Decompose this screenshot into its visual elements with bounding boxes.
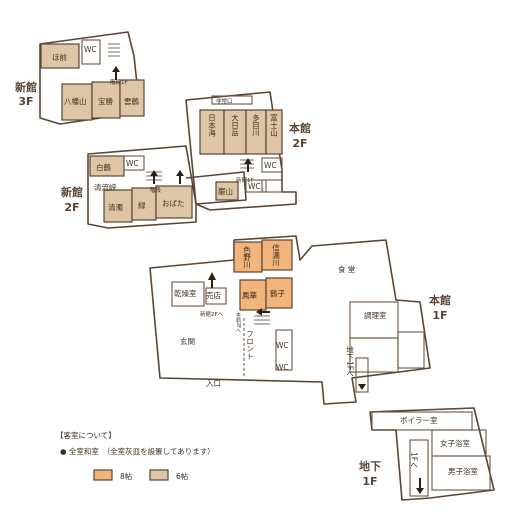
label-obata: おばた xyxy=(162,199,185,208)
floor-level-chika-1f: 1F xyxy=(362,475,377,488)
label-honmae: ほ前 xyxy=(52,52,67,62)
label-mens-bath: 男子浴室 xyxy=(448,466,478,476)
room-iwayama xyxy=(215,181,239,201)
label-entrance-hall: 玄関 xyxy=(180,336,195,346)
label-dainichidake: 大日岳 xyxy=(230,113,239,138)
room-honmae xyxy=(40,43,80,69)
floor-level-honkan-1f: 1F xyxy=(432,309,447,322)
label-seiryukyo: 清流峡 xyxy=(94,182,117,192)
label-wc-3f: WC xyxy=(84,45,97,54)
label-boiler-room: ボイラー室 xyxy=(400,415,438,425)
floor-level-shinkan-3f: 3F xyxy=(18,95,33,108)
label-yawatayama: 八幡山 xyxy=(64,96,87,106)
room-unkaku xyxy=(119,79,145,117)
label-dining: 食 堂 xyxy=(338,264,356,274)
label-wc-h2f: WC xyxy=(264,161,277,170)
label-ironogawa: 色野川 xyxy=(242,245,251,269)
floor-name-honkan-2f: 本館 xyxy=(289,121,311,135)
label-wc-s2f: WC xyxy=(126,159,139,168)
label-stairs-h1f-2: 本館2Fへ xyxy=(235,311,241,333)
room-hoka xyxy=(239,279,267,311)
label-stairs-3f: 階段1F xyxy=(110,78,128,86)
label-drying-room: 乾燥室 xyxy=(174,288,197,298)
room-fujisan xyxy=(265,109,283,155)
room-hosho xyxy=(91,81,121,119)
label-hoka: 鳳華 xyxy=(242,290,257,300)
legend: 【客室について】 ● 全室和室 （全室灰皿を設置してあります） 8帖 6帖 xyxy=(56,430,215,481)
label-fujisan: 富士山 xyxy=(269,113,278,138)
room-yawatayama xyxy=(61,83,93,121)
label-hosho: 宝勝 xyxy=(98,96,113,106)
room-midori xyxy=(131,187,157,221)
label-kitchen: 調理室 xyxy=(364,310,387,320)
honkan-1f-plan: 色野川 信濃川 鳳華 鶴子 食 堂 調理室 乾燥室 売店 新館2Fへ 本館2Fへ… xyxy=(149,235,451,405)
room-obata xyxy=(155,185,193,219)
legend-swatch-8 xyxy=(93,469,113,481)
label-wc-h1f-2: WC xyxy=(276,363,289,372)
label-entrance: 入口 xyxy=(206,379,221,388)
label-wc-h1f: WC xyxy=(276,341,289,350)
label-tsuruko: 鶴子 xyxy=(270,288,285,298)
label-unkaku: 雲鶴 xyxy=(124,96,139,106)
label-front-desk: フロント xyxy=(246,330,255,360)
floor-name-chika-1f: 地下 xyxy=(359,459,381,473)
label-exit-2f: 非常口 xyxy=(216,97,233,105)
chika-1f-plan: ボイラー室 女子浴室 男子浴室 1Fへ 地下 1F xyxy=(359,407,495,501)
legend-note: ● 全室和室 （全室灰皿を設置してあります） xyxy=(60,446,215,456)
label-iwayama: 巌山 xyxy=(218,186,233,196)
honkan-2f-plan: 非常口 日本海 大日岳 多目川 富士山 WC 新館1F 本館 2F xyxy=(185,91,311,211)
floor-name-shinkan-2f: 新館 xyxy=(61,185,83,199)
floor-level-honkan-2f: 2F xyxy=(292,137,307,150)
label-womens-bath: 女子浴室 xyxy=(440,438,470,448)
label-stairs-s2f: 階段 xyxy=(150,186,162,194)
label-stairs-h1f: 新館2Fへ xyxy=(200,310,224,318)
label-hakkaku: 白鶴 xyxy=(96,162,111,172)
legend-label-8: 8帖 xyxy=(120,471,133,481)
floor-level-shinkan-2f: 2F xyxy=(64,201,79,214)
legend-swatch-6 xyxy=(149,469,169,481)
label-shop: 売店 xyxy=(206,290,221,300)
label-to-basement: 地下1Fへ xyxy=(345,345,354,378)
legend-title: 【客室について】 xyxy=(56,430,116,440)
shinkan-3f-plan: ほ前 八幡山 宝勝 雲鶴 WC 階段1F 新館 3F xyxy=(15,31,145,125)
label-midori: 緑 xyxy=(138,200,146,210)
floor-name-shinkan-3f: 新館 xyxy=(15,80,37,94)
room-shinanogawa xyxy=(261,239,293,271)
label-nihonkai: 日本海 xyxy=(207,114,216,138)
shinkan-2f-plan: 白鶴 清濁 清流峡 緑 おばた 巌山 WC WC 階段 新館 2F xyxy=(61,145,267,229)
label-wc-s2f-2: WC xyxy=(248,182,261,191)
label-tamegawa: 多目川 xyxy=(251,113,260,137)
room-nihonkai xyxy=(199,109,225,155)
legend-label-6: 6帖 xyxy=(176,471,189,481)
label-shinanogawa: 信濃川 xyxy=(271,243,280,267)
floor-name-honkan-1f: 本館 xyxy=(429,293,451,307)
room-tsuruko xyxy=(265,277,293,309)
label-seidaku: 清濁 xyxy=(108,202,123,212)
label-to-1f: 1Fへ xyxy=(409,452,418,469)
